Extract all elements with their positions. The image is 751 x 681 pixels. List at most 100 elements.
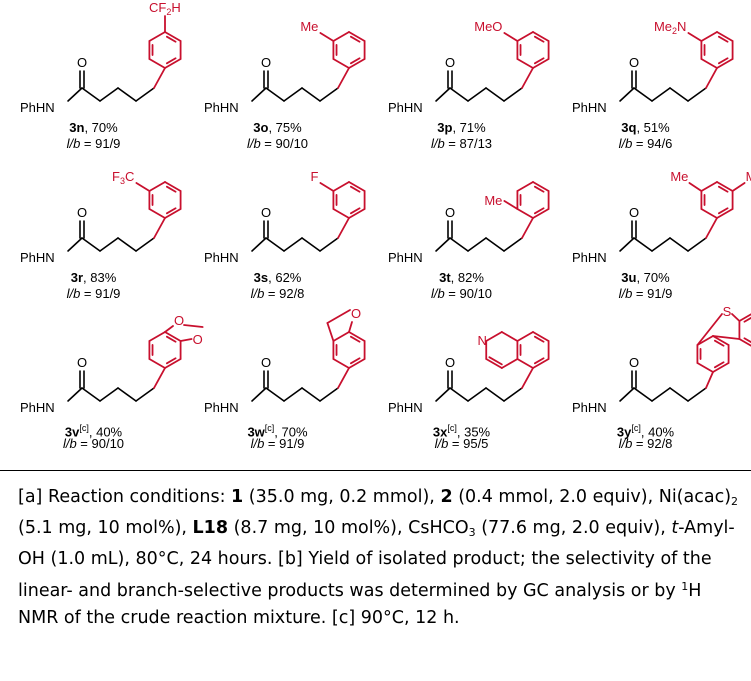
ring-double-bond <box>713 361 725 369</box>
ring-bond <box>700 208 718 219</box>
substituent-bond <box>319 32 335 42</box>
table-footnotes: [a] Reaction conditions: 1 (35.0 mg, 0.2… <box>18 487 739 628</box>
ring-double-bond <box>165 207 177 215</box>
amide-label: PhHN <box>572 100 607 115</box>
bond <box>651 387 671 402</box>
bond <box>669 237 689 252</box>
bond <box>81 387 101 402</box>
ring-bond <box>700 181 718 192</box>
bond <box>99 237 119 252</box>
bond <box>485 387 505 402</box>
ring-bond <box>485 358 503 369</box>
ratio-label: l/b <box>66 136 81 151</box>
compound-id: 3r <box>70 270 84 285</box>
ring-double-bond <box>349 35 361 43</box>
bond <box>135 237 155 252</box>
selectivity-ratio: l/b = 91/9 <box>250 436 305 451</box>
ring-double-bond <box>165 335 177 343</box>
compound-id: 3q <box>621 120 637 135</box>
selectivity-ratio: l/b = 91/9 <box>618 286 673 301</box>
ring-double-bond <box>713 339 725 347</box>
bond <box>503 237 523 252</box>
compound-id: 3n <box>69 120 85 135</box>
compound-yield: 3o, 75% <box>253 120 302 135</box>
compound-id: 3w <box>247 424 265 440</box>
bond <box>301 87 321 102</box>
ring-double-bond <box>165 57 177 65</box>
bond <box>283 87 303 102</box>
selectivity-ratio: l/b = 92/8 <box>618 436 673 451</box>
ring-bond <box>516 208 534 219</box>
ring-bond <box>716 58 734 69</box>
ratio-label: l/b <box>618 136 633 151</box>
compound-yield: 3q, 51% <box>621 120 670 135</box>
ring-bond <box>532 331 550 342</box>
ring-bond <box>164 208 182 219</box>
selectivity-ratio: l/b = 94/6 <box>618 136 673 151</box>
bond <box>651 87 671 102</box>
compound-yield: 3r, 83% <box>70 270 117 285</box>
bond <box>467 87 487 102</box>
amide-label: PhHN <box>388 400 423 415</box>
compound-yield: 3p, 71% <box>437 120 486 135</box>
ring-bond <box>148 181 166 192</box>
bond <box>99 87 119 102</box>
bond <box>265 387 285 402</box>
bond <box>319 237 339 252</box>
amide-label: PhHN <box>388 250 423 265</box>
amide-label: PhHN <box>20 400 55 415</box>
ring-bond <box>332 331 350 342</box>
ring-bond <box>148 58 166 69</box>
ring-double-bond <box>533 57 545 65</box>
bond <box>619 87 635 102</box>
substituent-bond <box>687 32 703 42</box>
ring-double-bond <box>349 185 361 193</box>
aryl-attachment-bond <box>705 217 718 239</box>
carbonyl-oxygen: O <box>77 355 87 370</box>
ring-bond <box>696 335 714 346</box>
ring-bond <box>348 58 366 69</box>
selectivity-ratio: l/b = 91/9 <box>66 286 121 301</box>
ring-bond <box>712 362 730 373</box>
carbonyl-oxygen: O <box>445 205 455 220</box>
ring-bond <box>532 358 550 369</box>
ring-double-bond <box>533 185 545 193</box>
ring-double-bond <box>717 207 729 215</box>
ring-double-bond <box>349 57 361 65</box>
footnote-b-tag: [b] <box>272 549 303 569</box>
ring-bond <box>532 208 550 219</box>
footnote-divider <box>0 470 751 471</box>
dioxole-bond <box>164 325 174 333</box>
ring-double-bond <box>533 335 545 343</box>
ratio-label: l/b <box>618 436 633 451</box>
footnote-marker: [c] <box>447 423 457 433</box>
bond <box>435 87 451 102</box>
ring-double-bond <box>349 335 361 343</box>
bond <box>467 237 487 252</box>
ring-bond <box>348 31 366 42</box>
bond <box>251 87 267 102</box>
amide-label: PhHN <box>204 250 239 265</box>
furan-bond <box>326 322 335 342</box>
compound-id: 3y <box>616 424 632 440</box>
bond <box>265 87 285 102</box>
ring-double-bond <box>533 357 545 365</box>
ring-double-bond <box>165 357 177 365</box>
dioxole-oxygen: O <box>174 313 184 328</box>
compound-id: 3u <box>621 270 637 285</box>
bond <box>669 387 689 402</box>
substituent-bond <box>688 182 703 192</box>
ring-bond <box>532 58 550 69</box>
carbonyl-oxygen: O <box>445 355 455 370</box>
bond <box>81 237 101 252</box>
ring-bond <box>332 358 350 369</box>
bond <box>117 87 137 102</box>
bond <box>67 87 83 102</box>
